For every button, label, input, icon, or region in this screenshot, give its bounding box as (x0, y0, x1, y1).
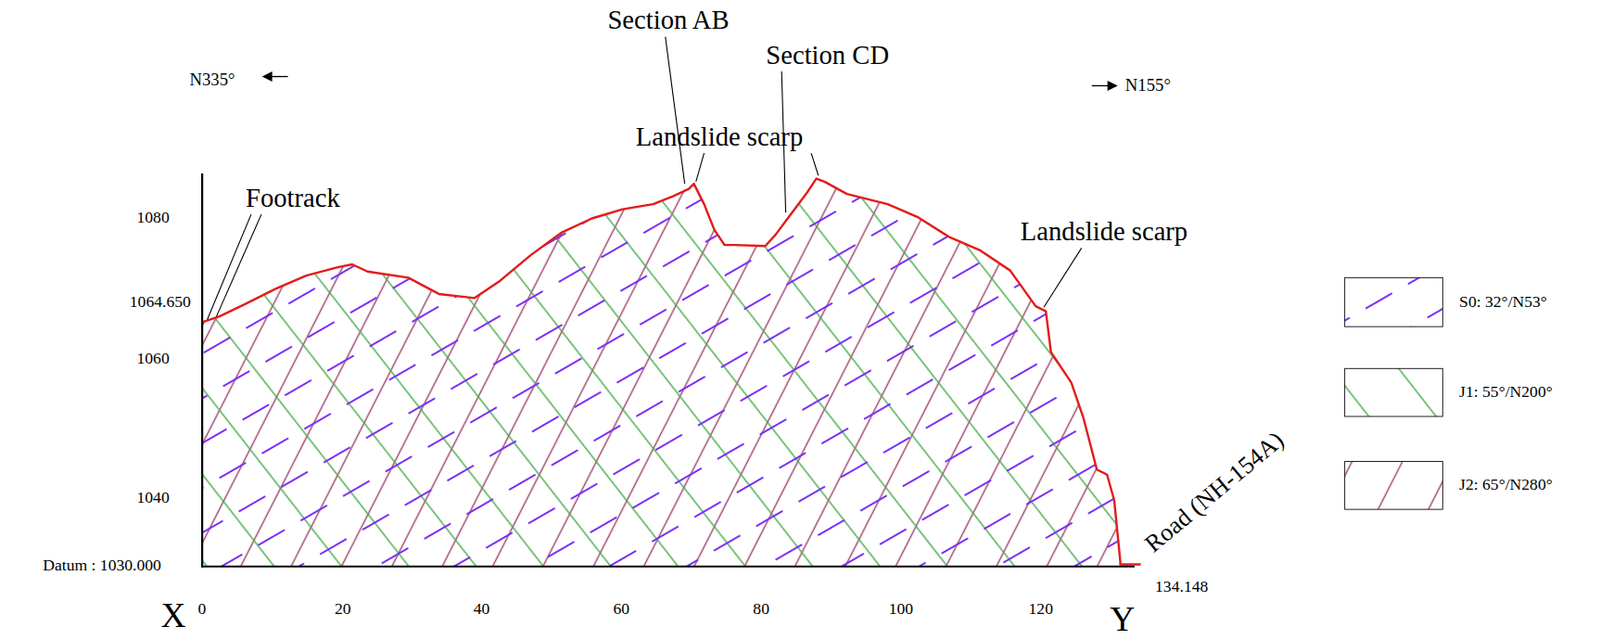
distance-tick: 40 (473, 600, 491, 618)
footrack-label: Footrack (245, 185, 341, 213)
section-label: Section CD (765, 42, 889, 70)
elevation-tick: 1040 (137, 489, 170, 507)
distance-tick: 60 (613, 600, 631, 618)
section-label: Section AB (607, 7, 729, 35)
distance-tick: 80 (752, 600, 770, 618)
scarp-label: Landslide scarp (635, 124, 803, 152)
distance-tick: 0 (198, 600, 207, 618)
elevation-tick: 1060 (137, 350, 170, 368)
ground-profile (202, 178, 1141, 565)
elevation-tick: 1080 (137, 209, 170, 227)
direction-label: N335° (189, 71, 235, 89)
legend-swatches (1345, 277, 1444, 509)
datum-label: Datum : 1030.000 (42, 557, 162, 574)
elevation-tick: 1064.650 (129, 293, 191, 311)
legend-text: S0: 32°/N53° (1459, 293, 1548, 311)
direction-arrows (263, 72, 1117, 90)
distance-tick: 120 (1028, 600, 1054, 618)
rock-hatching (193, 163, 1153, 572)
distance-tick: 100 (888, 600, 914, 618)
legend-text: J2: 65°/N280° (1459, 476, 1553, 494)
axis-end-label: Y (1109, 601, 1135, 636)
distance-tick: 20 (334, 600, 352, 618)
road-label: Road (NH-154A) (1140, 427, 1288, 558)
distance-tick: 134.148 (1155, 578, 1208, 596)
axes (201, 173, 1135, 568)
axis-end-label: X (161, 597, 187, 633)
scarp-label: Landslide scarp (1020, 218, 1188, 246)
legend-text: J1: 55°/N200° (1459, 383, 1553, 401)
direction-label: N155° (1125, 76, 1171, 95)
leader-lines (207, 37, 1082, 320)
